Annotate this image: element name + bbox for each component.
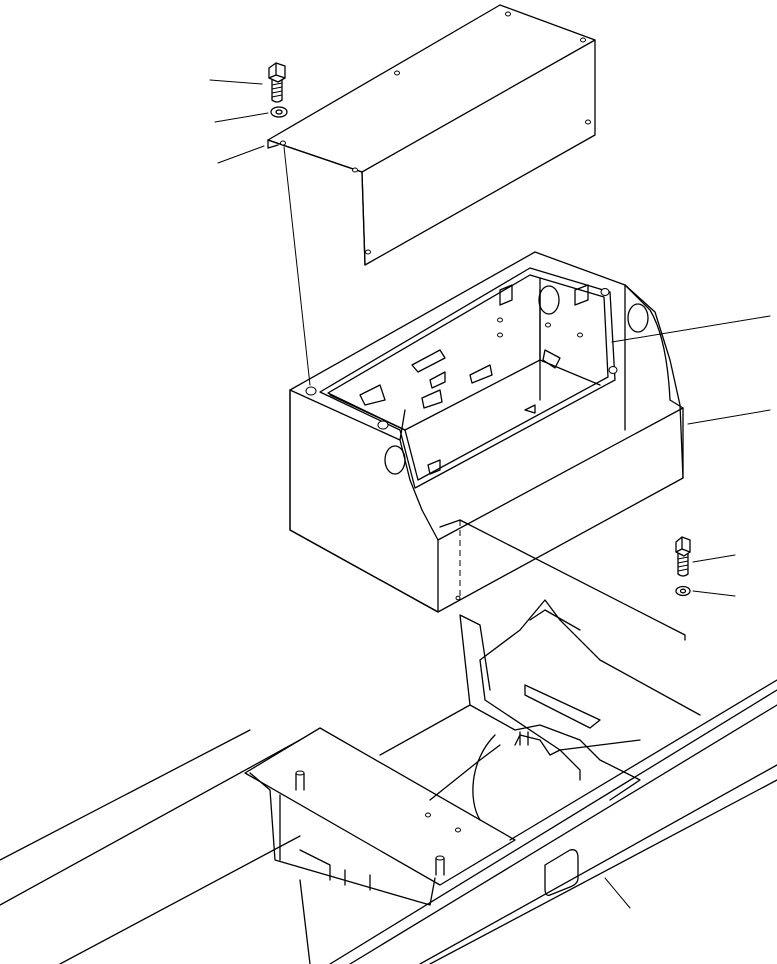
leader-box bbox=[687, 409, 771, 425]
cover-bolt bbox=[268, 62, 286, 103]
callout-leaders bbox=[209, 79, 771, 909]
mounting-bolt bbox=[675, 536, 691, 577]
revolving-frame bbox=[0, 599, 777, 964]
leader-mounting-washer bbox=[692, 590, 736, 597]
mounting-washer bbox=[675, 585, 691, 597]
leader-mounting-bolt bbox=[692, 554, 736, 563]
cover-washer bbox=[270, 106, 288, 118]
leader-cover-washer bbox=[214, 112, 269, 123]
leader-cover-bolt bbox=[209, 79, 263, 85]
battery-box-cover bbox=[267, 4, 596, 386]
leader-frame bbox=[604, 877, 631, 909]
battery-box bbox=[289, 251, 686, 641]
leader-gasket bbox=[611, 315, 771, 343]
leader-cover bbox=[217, 145, 265, 164]
